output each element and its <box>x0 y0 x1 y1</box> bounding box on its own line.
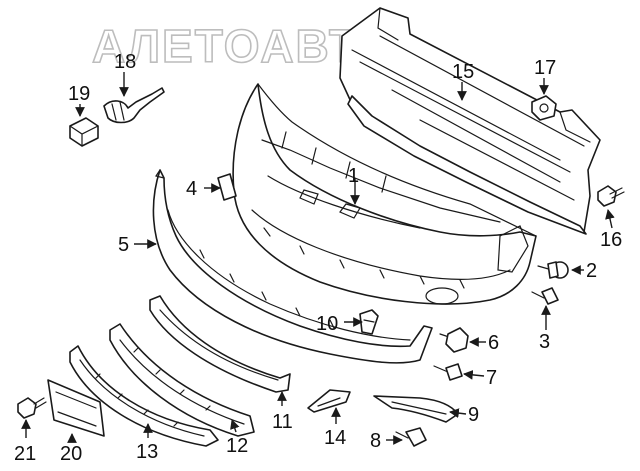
part-17-nut <box>531 95 557 121</box>
callout-21: 21 <box>14 443 36 465</box>
callout-11: 11 <box>272 411 293 433</box>
callout-10: 10 <box>316 313 338 335</box>
part-8-clip <box>395 427 427 447</box>
leader-7 <box>463 370 485 380</box>
callout-2: 2 <box>586 260 597 282</box>
callout-1: 1 <box>348 165 359 187</box>
part-5-lower-valance <box>152 169 433 364</box>
callout-15: 15 <box>452 61 474 83</box>
part-7-screw <box>433 363 463 381</box>
part-16-bolt <box>597 185 625 207</box>
part-14-small-bracket <box>307 389 351 413</box>
callout-19: 19 <box>68 83 90 105</box>
part-11-grille-strip <box>149 295 291 393</box>
part-12-grille-strip <box>109 323 255 437</box>
part-9-side-bracket <box>373 395 459 423</box>
callout-8: 8 <box>370 430 381 452</box>
callout-14: 14 <box>324 427 346 449</box>
part-21-screw <box>17 397 47 419</box>
callout-16: 16 <box>600 229 622 251</box>
callout-7: 7 <box>486 367 497 389</box>
callout-9: 9 <box>468 404 479 426</box>
callout-6: 6 <box>488 332 499 354</box>
callout-20: 20 <box>60 443 82 465</box>
part-15-reinforcement-beam <box>339 7 601 235</box>
leader-lines <box>21 72 615 445</box>
leader-16 <box>605 209 615 229</box>
callout-18: 18 <box>114 51 136 73</box>
callout-17: 17 <box>534 57 556 79</box>
callout-labels: 1 2 3 4 5 6 7 8 9 10 11 12 13 14 15 16 1… <box>14 51 622 465</box>
part-20-license-bracket <box>47 379 105 437</box>
part-1-bumper-cover <box>232 83 537 305</box>
callout-12: 12 <box>226 435 248 457</box>
callout-3: 3 <box>539 331 550 353</box>
part-18-bulb-socket <box>103 87 165 124</box>
part-19-bulb-cap <box>69 117 99 147</box>
leader-9 <box>449 408 467 418</box>
leader-12 <box>230 419 240 433</box>
callout-4: 4 <box>186 178 197 200</box>
callout-5: 5 <box>118 234 129 256</box>
part-4-clip <box>217 173 237 201</box>
part-6-nut <box>439 327 469 353</box>
callout-13: 13 <box>136 441 158 463</box>
part-2-bolt <box>537 261 569 279</box>
part-10-push-pin <box>359 309 379 335</box>
part-3-bolt <box>531 287 559 305</box>
